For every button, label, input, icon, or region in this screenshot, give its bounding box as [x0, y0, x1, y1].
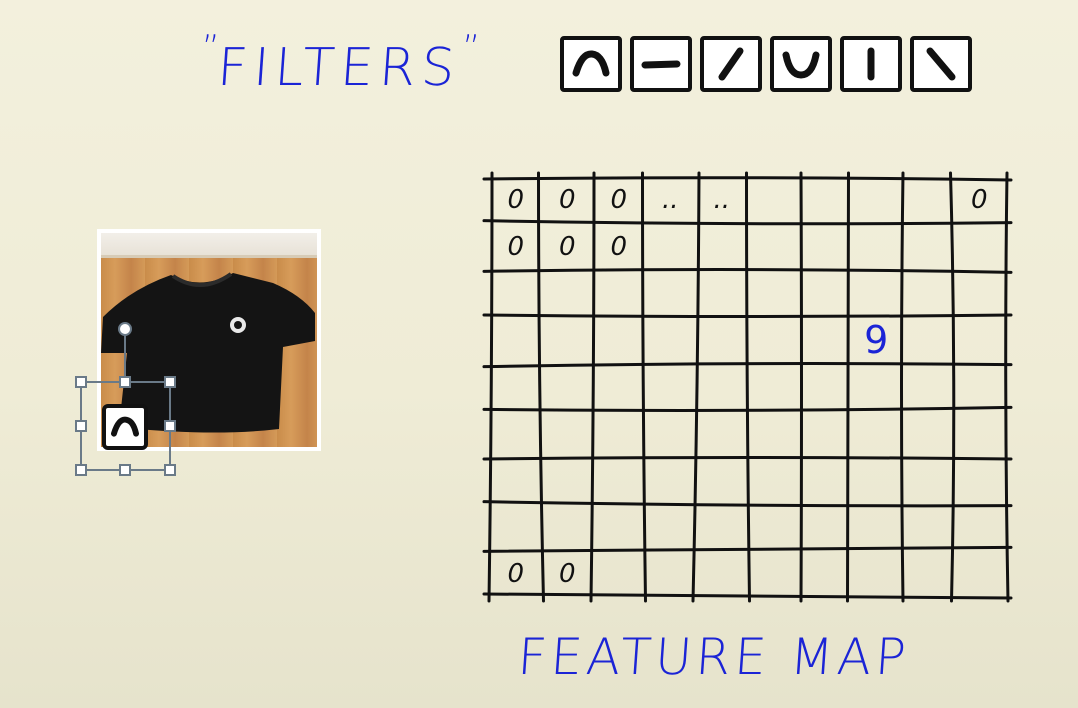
grid-column-line	[799, 171, 803, 603]
vertical-line-icon	[867, 47, 875, 81]
tshirt-image	[101, 272, 315, 433]
resize-handle-bottom-right[interactable]	[164, 464, 176, 476]
filter-curve-down[interactable]	[770, 36, 832, 92]
tshirt-photo	[97, 229, 321, 451]
filter-strip	[560, 36, 972, 92]
grid-row-line	[482, 545, 1013, 553]
filters-title: ”FILTERS”	[198, 28, 481, 98]
grid-row-line	[482, 362, 1013, 369]
filter-selection-box[interactable]	[70, 320, 182, 480]
grid-column-line	[641, 171, 647, 603]
close-quote: ”	[460, 28, 481, 68]
feature-map-cell-value: ..	[661, 185, 679, 216]
grid-row-line	[482, 405, 1013, 412]
feature-map-cell-value: 0	[970, 185, 988, 216]
feature-map-cell-value: 0	[610, 185, 628, 216]
feature-map-cell-value: 0	[610, 232, 628, 262]
open-quote: ”	[200, 28, 221, 68]
horizontal-line-icon	[641, 60, 681, 69]
grid-column-line	[1004, 171, 1010, 603]
feature-map-cell-value: 0	[507, 558, 525, 589]
grid-row-line	[482, 500, 1013, 508]
photo-wall	[101, 233, 317, 258]
feature-map-cell-value: 0	[558, 232, 576, 262]
grid-column-line	[949, 171, 956, 603]
filter-arch-up[interactable]	[560, 36, 622, 92]
grid-row-line	[482, 313, 1013, 318]
grid-column-line	[537, 171, 545, 603]
feature-map-cell-value: 0	[558, 185, 576, 216]
feature-map-cell-value: 0	[558, 558, 576, 589]
filter-vertical[interactable]	[840, 36, 902, 92]
feature-map-caption: FEATURE MAP	[515, 628, 912, 686]
resize-handle-left[interactable]	[75, 420, 87, 432]
resize-handle-top-right[interactable]	[164, 376, 176, 388]
feature-map-cell-value: 0	[507, 232, 525, 262]
grid-column-line	[691, 171, 701, 603]
feature-map-cell-value: ..	[713, 185, 731, 216]
filter-diagonal-down[interactable]	[910, 36, 972, 92]
resize-handle-bottom-left[interactable]	[75, 464, 87, 476]
feature-map-grid: 0 0 0.... 0 0 0 0 9 0 0	[478, 165, 1023, 610]
grid-row-line	[482, 592, 1013, 600]
diagonal-up-icon	[718, 47, 744, 81]
filter-diagonal-up[interactable]	[700, 36, 762, 92]
resize-handle-right[interactable]	[164, 420, 176, 432]
grid-column-line	[846, 171, 850, 603]
grid-row-line	[482, 219, 1013, 226]
feature-map-cell-value: 0	[507, 185, 525, 216]
grid-row-line	[482, 176, 1013, 182]
curve-down-icon	[782, 51, 820, 79]
resize-handle-top[interactable]	[119, 376, 131, 388]
resize-handle-top-left[interactable]	[75, 376, 87, 388]
grid-column-line	[589, 171, 596, 603]
selection-outline	[80, 335, 171, 471]
diagonal-down-icon	[926, 47, 956, 81]
grid-row-line	[482, 456, 1013, 461]
feature-map-lines	[482, 171, 1013, 603]
feature-map-highlight-value: 9	[864, 318, 889, 363]
arch-up-icon	[111, 416, 139, 437]
title-text: FILTERS	[215, 38, 463, 98]
grid-column-line	[900, 171, 905, 603]
grid-column-line	[745, 171, 751, 603]
rotate-handle[interactable]	[118, 322, 132, 336]
arch-up-icon	[572, 50, 610, 77]
filter-horizontal[interactable]	[630, 36, 692, 92]
selected-filter	[102, 404, 148, 450]
grid-column-line	[487, 171, 494, 603]
grid-row-line	[482, 268, 1013, 274]
resize-handle-bottom[interactable]	[119, 464, 131, 476]
